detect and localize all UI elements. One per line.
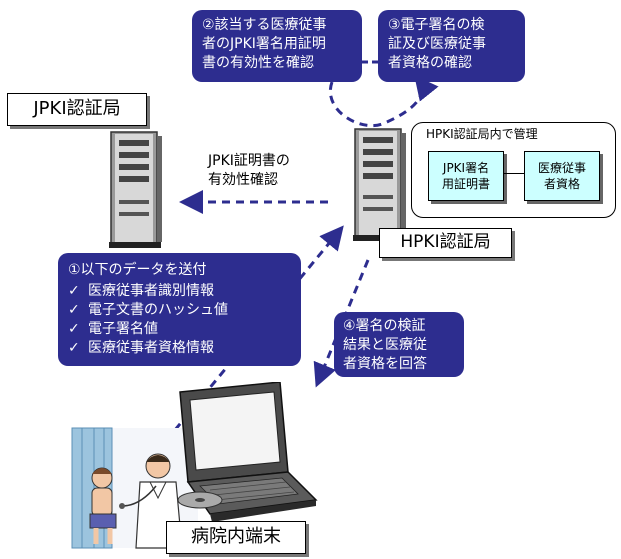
cert1-line2: 用証明書 bbox=[441, 177, 490, 191]
list-item-label: 医療従事者識別情報 bbox=[88, 283, 214, 299]
send-data-list: ✓ 医療従事者識別情報 ✓ 電子文書のハッシュ値 ✓ 電子署名値 ✓ 医療従事者資格情報 bbox=[68, 282, 291, 358]
laptop-icon bbox=[177, 382, 318, 522]
medical-qualification-box: 医療従事 者資格 bbox=[524, 151, 600, 201]
bubble-verify-jpki-cert: ②該当する医療従事 者のJPKI署名用証明 書の有効性を確認 bbox=[192, 10, 362, 82]
jpki-server-icon bbox=[109, 131, 162, 248]
hospital-terminal-label: 病院内端末 bbox=[166, 521, 306, 554]
jpki-authority-label: JPKI認証局 bbox=[7, 93, 147, 126]
check-icon: ✓ bbox=[68, 302, 80, 318]
list-item-label: 電子署名値 bbox=[88, 321, 158, 337]
validity-line2: 有効性確認 bbox=[208, 172, 278, 188]
cert1-line1: JPKI署名 bbox=[442, 161, 490, 175]
list-item: ✓ 電子文書のハッシュ値 bbox=[68, 301, 291, 320]
mgmt-panel-title: HPKI認証局内で管理 bbox=[426, 127, 538, 141]
hpki-authority-label: HPKI認証局 bbox=[379, 228, 512, 258]
cert2-line1: 医療従事 bbox=[537, 161, 586, 175]
check-icon: ✓ bbox=[68, 321, 80, 337]
list-item: ✓ 医療従事者資格情報 bbox=[68, 339, 291, 358]
bubble2-line1: ②該当する医療従事 bbox=[202, 17, 327, 33]
bubble-send-data: ①以下のデータを送付 ✓ 医療従事者識別情報 ✓ 電子文書のハッシュ値 ✓ 電子署名値… bbox=[58, 253, 301, 366]
jpki-signing-cert-box: JPKI署名 用証明書 bbox=[428, 151, 504, 201]
bubble4-line2: 結果と医療従 bbox=[343, 337, 427, 353]
list-item-label: 電子文書のハッシュ値 bbox=[88, 302, 228, 318]
bubble2-line2: 者のJPKI署名用証明 bbox=[202, 36, 326, 52]
cert-connector bbox=[504, 173, 524, 174]
hpki-server-icon bbox=[353, 128, 406, 241]
bubble4-line1: ④署名の検証 bbox=[343, 318, 426, 334]
check-icon: ✓ bbox=[68, 283, 80, 299]
list-item-label: 医療従事者資格情報 bbox=[88, 340, 214, 356]
bubble-return-result: ④署名の検証 結果と医療従 者資格を回答 bbox=[334, 312, 464, 377]
bubble4-line3: 者資格を回答 bbox=[343, 356, 427, 372]
bubble2-line3: 書の有効性を確認 bbox=[202, 55, 314, 71]
list-item: ✓ 医療従事者識別情報 bbox=[68, 282, 291, 301]
hpki-managed-panel: HPKI認証局内で管理 JPKI署名 用証明書 医療従事 者資格 bbox=[411, 122, 616, 218]
bubble-verify-signature: ③電子署名の検 証及び医療従事 者資格の確認 bbox=[378, 10, 525, 82]
verify-loop-arrow bbox=[328, 75, 439, 128]
bubble1-title: ①以下のデータを送付 bbox=[68, 262, 207, 278]
check-icon: ✓ bbox=[68, 340, 80, 356]
cert2-line2: 者資格 bbox=[543, 177, 580, 191]
arrow-reply-to-terminal bbox=[313, 259, 370, 388]
bubble3-line1: ③電子署名の検 bbox=[388, 17, 485, 33]
bubble3-line2: 証及び医療従事 bbox=[388, 36, 486, 52]
validity-line1: JPKI証明書の bbox=[208, 153, 290, 169]
list-item: ✓ 電子署名値 bbox=[68, 320, 291, 339]
jpki-validity-check-text: JPKI証明書の 有効性確認 bbox=[208, 152, 328, 190]
bubble3-line3: 者資格の確認 bbox=[388, 55, 472, 71]
